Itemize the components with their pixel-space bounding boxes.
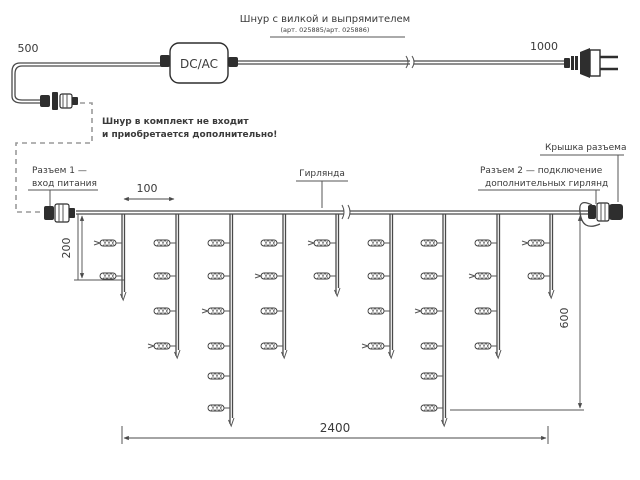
led-bulb-icon [367, 272, 390, 280]
led-bulb-icon [260, 342, 283, 350]
not-included-note-line2: и приобретается дополнительно! [102, 129, 277, 140]
dim-200-label: 200 [60, 238, 73, 259]
led-bulb-icon [420, 272, 443, 280]
led-bulb-icon [207, 372, 230, 380]
led-bulb-icon [260, 239, 283, 247]
led-bulb-icon [207, 239, 230, 247]
led-bulb-icon [468, 272, 497, 280]
led-bulb-icon [153, 307, 176, 315]
led-bulb-icon [313, 272, 336, 280]
dc-ac-converter-box: DC/AC [160, 42, 238, 84]
dim-600-label: 600 [558, 308, 571, 329]
led-bulb-icon [207, 342, 230, 350]
strand [521, 214, 555, 300]
converter-label: DC/AC [180, 57, 218, 71]
dim-2400-label: 2400 [320, 421, 351, 435]
connector2-label-line2: дополнительных гирлянд [485, 179, 608, 189]
connector2-label-line1: Разъем 2 — подключение [480, 166, 603, 176]
strand [147, 214, 181, 360]
cord-title: Шнур с вилкой и выпрямителем [240, 14, 410, 25]
led-bulb-icon [254, 272, 283, 280]
plug-icon [564, 48, 618, 78]
led-bulb-icon [307, 239, 336, 247]
led-bulb-icon [153, 272, 176, 280]
led-bulb-icon [420, 342, 443, 350]
led-bulb-icon [207, 404, 230, 412]
connector1-label-line1: Разъем 1 — [32, 166, 87, 176]
strand [201, 214, 235, 428]
led-bulb-icon [153, 239, 176, 247]
length-500: 500 [18, 42, 39, 55]
led-bulb-icon [361, 342, 390, 350]
led-bulb-icon [201, 307, 230, 315]
connector-2-icon [579, 202, 623, 227]
led-bulb-icon [420, 372, 443, 380]
cord-connector-icon [40, 92, 78, 110]
connector1-label-line2: вход питания [32, 179, 97, 189]
strand [307, 214, 341, 298]
strand [468, 214, 502, 360]
led-bulb-icon [527, 272, 550, 280]
led-bulb-icon [474, 307, 497, 315]
length-1000: 1000 [530, 40, 558, 53]
strand [93, 214, 127, 302]
led-bulb-icon [414, 307, 443, 315]
led-bulb-icon [420, 239, 443, 247]
led-bulb-icon [474, 239, 497, 247]
strand [414, 214, 448, 428]
spacing-100-label: 100 [137, 182, 158, 195]
led-bulb-icon [147, 342, 176, 350]
not-included-note-line1: Шнур в комплект не входит [102, 117, 249, 127]
led-bulb-icon [260, 307, 283, 315]
led-bulb-icon [207, 272, 230, 280]
led-bulb-icon [474, 342, 497, 350]
strand [361, 214, 395, 360]
led-bulb-icon [420, 404, 443, 412]
led-bulb-icon [99, 272, 122, 280]
led-bulb-icon [367, 239, 390, 247]
led-bulb-icon [521, 239, 550, 247]
optional-cord-dashed-line [15, 102, 93, 213]
led-bulb-icon [93, 239, 122, 247]
strand [254, 214, 288, 360]
power-cord: Шнур с вилкой и выпрямителем (арт. 02588… [11, 14, 618, 110]
connector-1-icon [44, 203, 75, 223]
garland-label: Гирлянда [299, 169, 345, 179]
garland-strands [93, 214, 555, 428]
led-bulb-icon [367, 307, 390, 315]
garland-main-wire [76, 204, 588, 220]
cap-label: Крышка разъема [545, 143, 626, 153]
cord-articles: (арт. 025885/арт. 025886) [281, 26, 370, 34]
